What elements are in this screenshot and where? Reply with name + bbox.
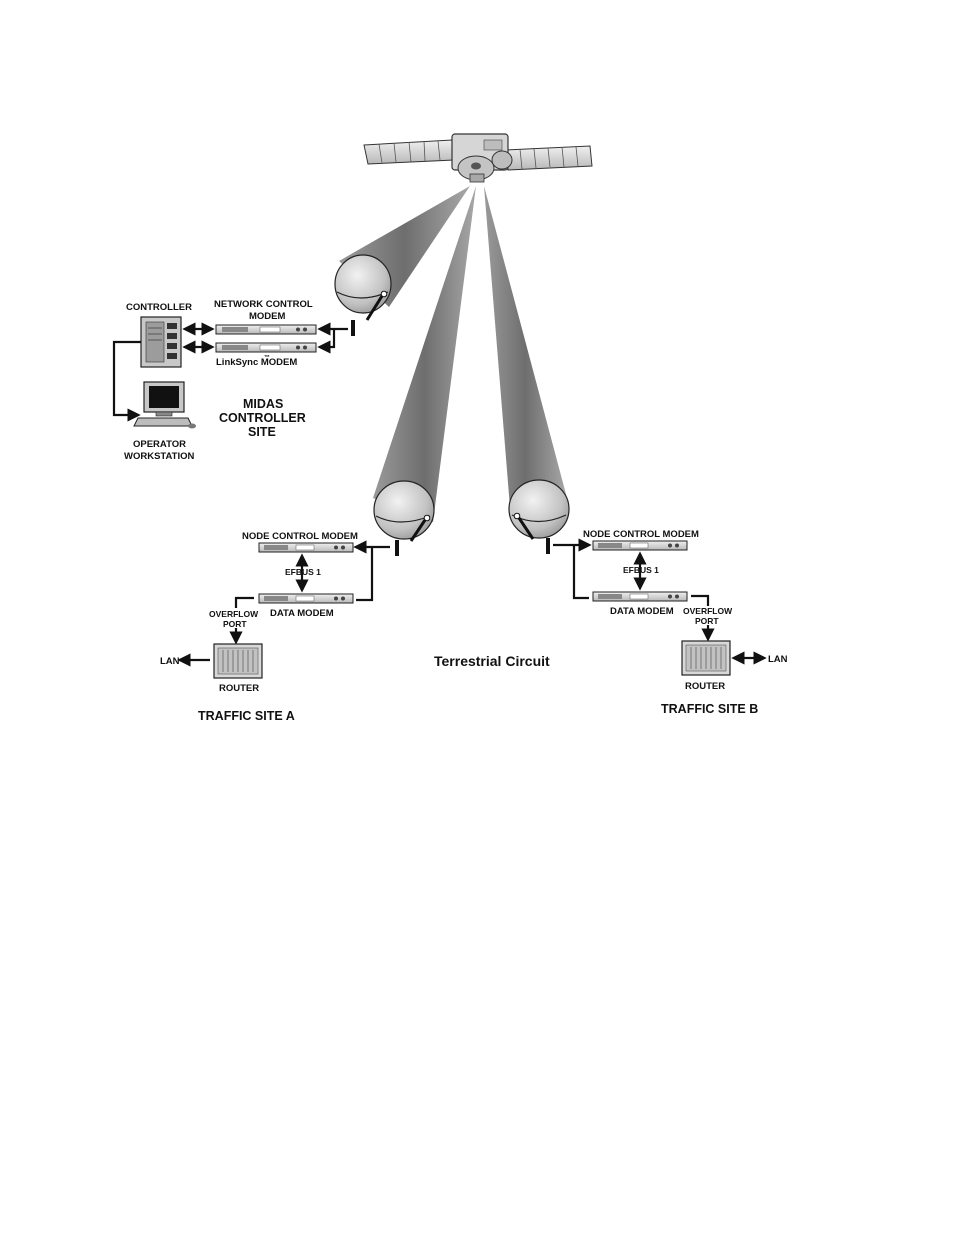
data-modem-b-icon <box>592 591 688 602</box>
network-control-modem-label: NETWORK CONTROL <box>214 299 313 310</box>
data-modem-a-label: DATA MODEM <box>270 608 334 619</box>
router-b-icon <box>681 640 731 676</box>
data-modem-a-icon <box>258 593 354 604</box>
network-control-modem-label-2: MODEM <box>249 311 286 322</box>
node-control-modem-a-label: NODE CONTROL MODEM <box>242 531 358 542</box>
controller-server-icon <box>140 316 182 368</box>
lan-b-label: LAN <box>768 654 788 665</box>
overflow-a-label: OVERFLOW <box>209 609 259 619</box>
data-modem-b-label: DATA MODEM <box>610 606 674 617</box>
midas-site-label: SITE <box>248 425 276 439</box>
overflow-port-a-label: PORT <box>223 619 247 629</box>
overflow-b-label: OVERFLOW <box>683 606 733 616</box>
uplink-beams <box>339 186 567 522</box>
dish-antenna-icon <box>373 480 435 542</box>
router-b-label: ROUTER <box>685 681 725 692</box>
terrestrial-circuit-label: Terrestrial Circuit <box>434 653 550 669</box>
workstation-label: WORKSTATION <box>124 451 194 462</box>
dish-antenna-icon <box>334 254 392 321</box>
node-control-modem-a-icon <box>258 542 354 553</box>
dish-antenna-icon <box>508 479 570 540</box>
node-control-modem-b-label: NODE CONTROL MODEM <box>583 529 699 540</box>
linksync-trademark: ™ <box>264 354 270 361</box>
controller-label: CONTROLLER <box>126 302 192 313</box>
overflow-port-b-label: PORT <box>695 616 719 626</box>
router-a-label: ROUTER <box>219 683 259 694</box>
midas-controller-label: CONTROLLER <box>219 411 306 425</box>
midas-label: MIDAS <box>243 397 283 411</box>
network-control-modem-icon <box>215 324 317 335</box>
lan-a-label: LAN <box>160 656 180 667</box>
linksync-modem-label: LinkSync MODEM <box>216 357 297 368</box>
traffic-site-b-label: TRAFFIC SITE B <box>661 702 758 716</box>
linksync-modem-icon <box>215 342 317 353</box>
satellite-icon <box>363 133 593 183</box>
router-a-icon <box>213 643 263 679</box>
operator-label: OPERATOR <box>133 439 186 450</box>
node-control-modem-b-icon <box>592 540 688 551</box>
traffic-site-a-label: TRAFFIC SITE A <box>198 709 295 723</box>
operator-workstation-icon <box>133 381 196 429</box>
